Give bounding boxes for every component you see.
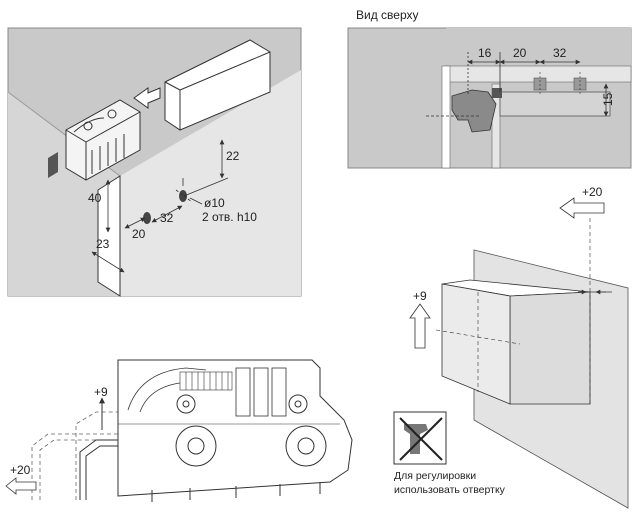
- lower-up-value: +9: [94, 385, 108, 399]
- iso-dim-32: 32: [160, 211, 174, 225]
- insert-arrow-icon: [133, 87, 161, 109]
- adjust-right-value: +20: [582, 185, 603, 199]
- iso-mounting-view: 22 40 32 20 23 ø10 2 отв. h10: [7, 27, 302, 297]
- iso-dim-20: 20: [132, 227, 146, 241]
- mount-hole-2: [179, 190, 187, 202]
- iso-dim-22: 22: [226, 149, 240, 163]
- adjust-up-value: +9: [413, 289, 427, 303]
- drawer-front-block: [164, 39, 271, 131]
- hole-diameter-label: ø10: [204, 196, 225, 210]
- lower-left-arrow-icon: [5, 477, 37, 495]
- tool-note: Для регулировки использовать отвертку: [393, 411, 506, 496]
- iso-dim-40: 40: [88, 191, 102, 205]
- top-view-title: Вид сверху: [356, 8, 419, 22]
- adjust-up-arrow-icon: [409, 303, 431, 349]
- top-dim-20: 20: [513, 46, 527, 60]
- adjust-view: +20 +9: [409, 185, 629, 509]
- lower-left-value: +20: [10, 463, 31, 477]
- bracket-mechanism: [48, 99, 141, 181]
- top-dim-15: 15: [601, 92, 615, 106]
- top-view: Вид сверху 16 20 32: [347, 8, 632, 169]
- hole-note-label: 2 отв. h10: [202, 210, 257, 224]
- top-dim-32: 32: [553, 46, 567, 60]
- adjust-left-arrow-icon: [559, 197, 605, 219]
- tool-note-line2: использовать отвертку: [394, 484, 506, 496]
- lower-housing: [117, 359, 353, 502]
- top-dim-16: 16: [478, 46, 492, 60]
- top-view-clip: [451, 88, 502, 133]
- adjust-box: [441, 279, 591, 405]
- lower-mechanism-view: +9 +20: [5, 359, 353, 502]
- iso-dim-23: 23: [96, 237, 110, 251]
- tool-note-line1: Для регулировки: [394, 470, 476, 482]
